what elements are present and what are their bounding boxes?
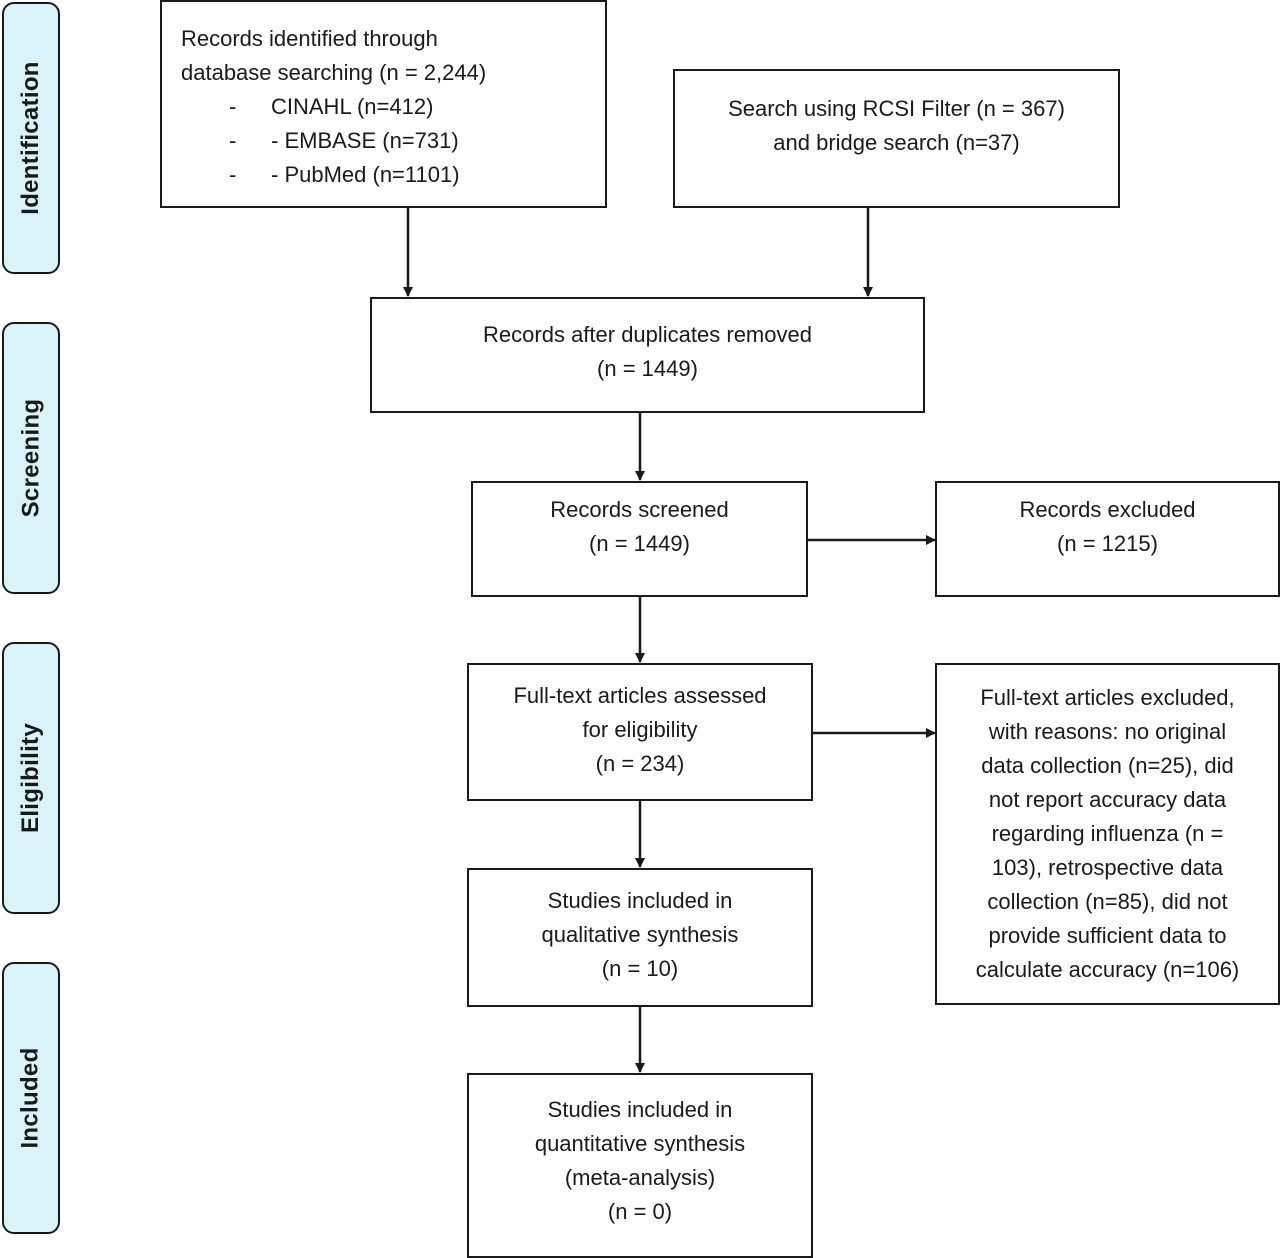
screened-line-2: (n = 1449): [589, 531, 690, 556]
fulltext-assessed-line-3: (n = 234): [595, 751, 685, 776]
fulltext-excluded-line-5: regarding influenza (n =: [991, 821, 1224, 846]
duplicates-line-1: Records after duplicates removed: [483, 322, 812, 347]
sub-item-bullet: -: [229, 94, 237, 119]
quantitative-line-1: Studies included in: [547, 1096, 733, 1122]
database-search-line-2: database searching (n = 2,244): [181, 60, 487, 85]
fulltext-excluded-line-4: not report accuracy data: [988, 787, 1227, 812]
qualitative-line-3: (n = 10): [601, 955, 679, 981]
fulltext-excluded-line-2: with reasons: no original: [988, 719, 1227, 744]
quantitative-line-4: (n = 0): [607, 1198, 673, 1224]
database-sub-item: - - EMBASE (n=731): [181, 124, 605, 158]
box-duplicates-removed: Records after duplicates removed (n = 14…: [370, 297, 925, 413]
box-records-excluded: Records excluded (n = 1215): [935, 481, 1280, 597]
fulltext-excluded-line-1: Full-text articles excluded,: [980, 685, 1235, 710]
quantitative-line-2: quantitative synthesis: [534, 1130, 746, 1156]
rcsi-search-line-2: and bridge search (n=37): [773, 129, 1020, 155]
qualitative-line-1: Studies included in: [547, 887, 733, 913]
stage-tab-screening: Screening: [2, 322, 60, 594]
fulltext-excluded-line-9: calculate accuracy (n=106): [975, 957, 1240, 982]
box-records-screened: Records screened (n = 1449): [471, 481, 808, 597]
fulltext-excluded-line-3: data collection (n=25), did: [981, 753, 1234, 778]
stage-tab-eligibility: Eligibility: [2, 642, 60, 914]
stage-tab-identification: Identification: [2, 2, 60, 274]
fulltext-excluded-line-8: provide sufficient data to: [988, 923, 1227, 948]
box-qualitative-synthesis: Studies included in qualitative synthesi…: [467, 868, 813, 1007]
sub-item-bullet: -: [229, 162, 237, 187]
database-sub-item: - CINAHL (n=412): [181, 90, 605, 124]
duplicates-line-2: (n = 1449): [597, 356, 698, 381]
box-rcsi-search: Search using RCSI Filter (n = 367) and b…: [673, 69, 1120, 208]
quantitative-line-3: (meta-analysis): [564, 1164, 716, 1190]
stage-tab-included: Included: [2, 962, 60, 1234]
database-sub-item: - - PubMed (n=1101): [181, 158, 605, 192]
sub-item-cinahl: CINAHL (n=412): [271, 94, 434, 119]
box-database-search: Records identified through database sear…: [160, 0, 607, 208]
database-search-line-1: Records identified through: [181, 26, 438, 51]
fulltext-excluded-line-7: collection (n=85), did not: [987, 889, 1228, 914]
excluded-line-2: (n = 1215): [1057, 531, 1158, 556]
sub-item-pubmed: - PubMed (n=1101): [271, 162, 460, 187]
fulltext-excluded-line-6: 103), retrospective data: [991, 855, 1224, 880]
sub-item-embase: - EMBASE (n=731): [271, 128, 459, 153]
excluded-line-1: Records excluded: [1019, 497, 1196, 522]
fulltext-assessed-line-2: for eligibility: [582, 717, 698, 742]
qualitative-line-2: qualitative synthesis: [541, 921, 739, 947]
screened-line-1: Records screened: [550, 497, 729, 522]
box-fulltext-assessed: Full-text articles assessed for eligibil…: [467, 663, 813, 801]
rcsi-search-line-1: Search using RCSI Filter (n = 367): [728, 95, 1065, 121]
box-quantitative-synthesis: Studies included in quantitative synthes…: [467, 1073, 813, 1258]
box-fulltext-excluded: Full-text articles excluded, with reason…: [935, 663, 1280, 1005]
fulltext-assessed-line-1: Full-text articles assessed: [513, 683, 767, 708]
sub-item-bullet: -: [229, 128, 237, 153]
